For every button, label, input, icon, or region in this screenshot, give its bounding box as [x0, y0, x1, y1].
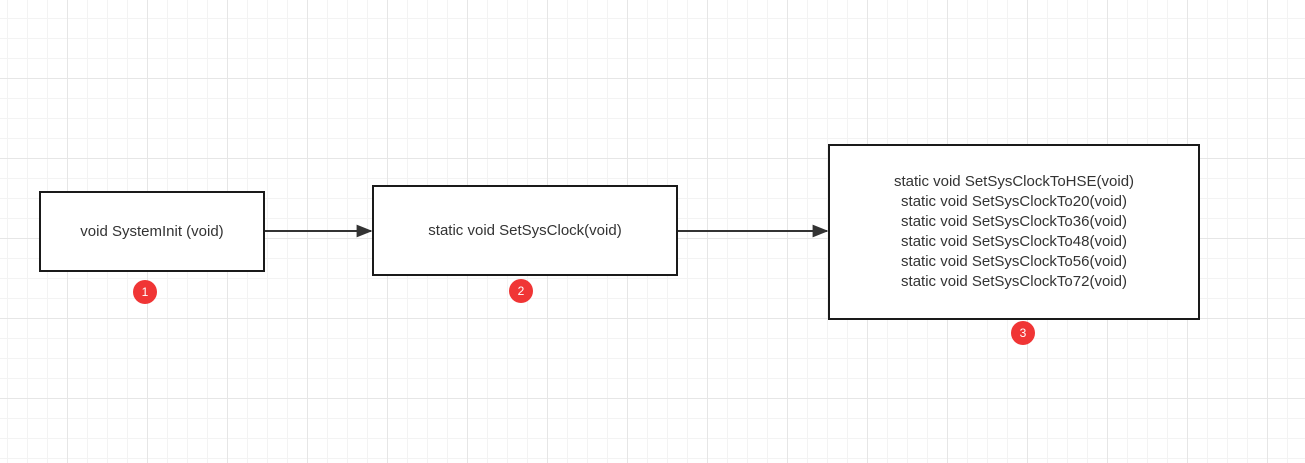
node-line-hse: static void SetSysClockToHSE(void) — [893, 173, 1135, 190]
step-badge-2: 2 — [509, 279, 533, 303]
step-badge-3: 3 — [1011, 321, 1035, 345]
node-line-48: static void SetSysClockTo48(void) — [901, 233, 1127, 250]
node-set-sys-clock[interactable]: static void SetSysClock(void) — [372, 185, 678, 276]
node-set-sys-clock-label: static void SetSysClock(void) — [428, 221, 622, 239]
node-set-sys-clock-variants[interactable]: static void SetSysClockToHSE(void) stati… — [828, 144, 1200, 320]
step-badge-1: 1 — [133, 280, 157, 304]
node-line-72: static void SetSysClockTo72(void) — [901, 273, 1127, 290]
node-system-init-label: void SystemInit (void) — [80, 222, 224, 240]
node-set-sys-clock-variants-lines: static void SetSysClockToHSE(void) stati… — [894, 172, 1134, 292]
node-line-20: static void SetSysClockTo20(void) — [901, 193, 1127, 210]
node-system-init[interactable]: void SystemInit (void) — [39, 191, 265, 272]
node-line-56: static void SetSysClockTo56(void) — [901, 253, 1127, 270]
node-line-36: static void SetSysClockTo36(void) — [901, 213, 1127, 230]
